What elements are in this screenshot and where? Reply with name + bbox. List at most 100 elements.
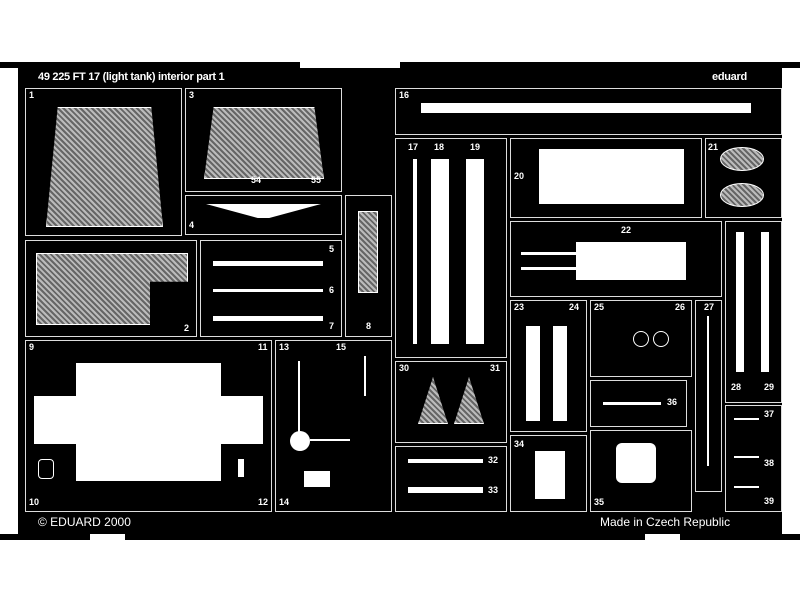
long-strip-part (421, 103, 751, 113)
part-number: 55 (311, 175, 322, 185)
panel-part-36: 36 (590, 380, 687, 427)
fret-title: 49 225 FT 17 (light tank) interior part … (38, 71, 225, 83)
flap-part (219, 396, 263, 444)
mesh-floor-part (46, 107, 163, 227)
part-number: 24 (569, 302, 580, 312)
part-number: 34 (514, 439, 525, 449)
strap-part (521, 252, 576, 255)
mesh-floor-part (36, 253, 188, 325)
part-number: 23 (514, 302, 525, 312)
panel-parts-23-24: 23 24 (510, 300, 587, 432)
lever-part (734, 418, 759, 420)
part-number: 14 (279, 497, 290, 507)
oval-part (720, 183, 764, 207)
part-number: 37 (764, 409, 775, 419)
part-number: 4 (189, 220, 195, 230)
rod-part (298, 361, 300, 441)
lever-part (734, 486, 759, 488)
panel-part-3: 3 54 55 (185, 88, 342, 192)
frame-bar (0, 534, 90, 540)
part-number: 6 (329, 285, 335, 295)
part-number: 10 (29, 497, 40, 507)
rod-part (707, 316, 709, 466)
part-number: 25 (594, 302, 605, 312)
part-number: 15 (336, 342, 347, 352)
panel-part-22: 22 (510, 221, 722, 297)
seat-part (454, 377, 484, 424)
part-number: 3 (189, 90, 195, 100)
disc-part (290, 431, 310, 451)
part-number: 9 (29, 342, 35, 352)
panel-parts-37-39: 37 38 39 (725, 405, 782, 512)
panel-part-21: 21 (705, 138, 782, 218)
frame-bar (0, 62, 300, 68)
chain-part (408, 459, 483, 463)
strip-part-6 (213, 289, 323, 292)
bracket-part (535, 451, 565, 499)
origin-text: Made in Czech Republic (600, 515, 731, 529)
plate-part (539, 149, 684, 204)
part-number: 29 (764, 382, 775, 392)
part-number: 2 (184, 323, 190, 333)
part-number: 18 (434, 142, 445, 152)
part-number: 26 (675, 302, 686, 312)
strip-part-5 (213, 261, 323, 266)
rod-part (413, 159, 417, 344)
strip-part (553, 326, 567, 421)
part-number: 12 (258, 497, 269, 507)
wedge-part (206, 204, 321, 218)
part-number: 7 (329, 321, 335, 331)
panel-parts-5-7: 5 6 7 (200, 240, 342, 337)
part-number: 17 (408, 142, 419, 152)
bracket-part (238, 459, 244, 477)
part-number: 38 (764, 458, 775, 468)
panel-part-4: 4 (185, 195, 342, 235)
strip-part (526, 326, 540, 421)
part-number: 39 (764, 496, 775, 506)
seat-part (418, 377, 448, 424)
part-number: 22 (621, 225, 632, 235)
panel-parts-28-29: 28 29 (725, 221, 782, 403)
plate-part (616, 443, 656, 483)
panel-part-34: 34 (510, 435, 587, 512)
mesh-plate-part (204, 107, 324, 179)
panel-parts-32-33: 32 33 (395, 446, 507, 512)
part-number: 33 (488, 485, 499, 495)
panel-part-20: 20 (510, 138, 702, 218)
block-part (304, 471, 330, 487)
part-number: 21 (708, 142, 719, 152)
panel-part-27: 27 (695, 300, 722, 492)
part-number: 54 (251, 175, 262, 185)
strip-part (466, 159, 484, 344)
chain-part (603, 402, 661, 405)
panel-part-2: 2 (25, 240, 197, 337)
strip-part (408, 487, 483, 493)
brand-logo: eduard (712, 71, 747, 83)
part-number: 31 (490, 363, 501, 373)
ring-part (633, 331, 649, 347)
oval-part (720, 147, 764, 171)
part-number: 36 (667, 397, 678, 407)
part-number: 19 (470, 142, 481, 152)
panel-part-35: 35 (590, 430, 692, 512)
strip-part (431, 159, 449, 344)
panel-part-1: 1 (25, 88, 182, 236)
panel-parts-13-15: 13 15 14 (275, 340, 392, 512)
part-number: 8 (366, 321, 372, 331)
panel-parts-9-12: 9 11 10 12 (25, 340, 272, 512)
part-number: 20 (514, 171, 525, 181)
part-number: 5 (329, 244, 335, 254)
part-number: 1 (29, 90, 35, 100)
part-number: 35 (594, 497, 605, 507)
part-number: 32 (488, 455, 499, 465)
panel-parts-17-19: 17 18 19 (395, 138, 507, 358)
part-number: 27 (704, 302, 715, 312)
panel-parts-30-31: 30 31 (395, 361, 507, 443)
strap-part (576, 242, 686, 280)
strip-part-7 (213, 316, 323, 321)
ring-part (653, 331, 669, 347)
strap-part (521, 267, 576, 270)
panel-part-16: 16 (395, 88, 782, 135)
bracket-part (38, 459, 54, 479)
flap-part (34, 396, 78, 444)
